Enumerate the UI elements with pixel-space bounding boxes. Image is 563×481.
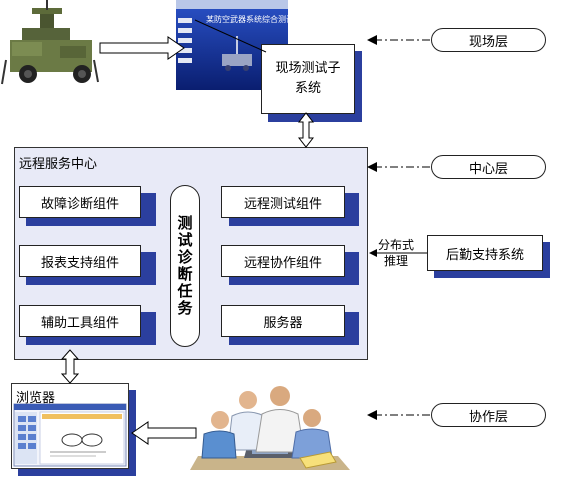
fault-diagnosis-component[interactable]: 故障诊断组件: [19, 186, 141, 218]
aux-tools-component[interactable]: 辅助工具组件: [19, 305, 141, 337]
remote-collab-component[interactable]: 远程协作组件: [221, 245, 345, 277]
remote-center-title: 远程服务中心: [19, 157, 98, 172]
field-test-subsystem[interactable]: 现场测试子系统: [261, 44, 355, 114]
arrow-vehicle-to-screen: [99, 36, 185, 60]
fault-diagnosis-label: 故障诊断组件: [40, 196, 119, 212]
logistics-support-system[interactable]: 后勤支持系统: [427, 235, 543, 271]
layer-collab-label: 协作层: [468, 409, 508, 425]
server-label: 服务器: [263, 315, 303, 331]
remote-test-label: 远程测试组件: [243, 196, 322, 212]
layer-center-label: 中心层: [468, 161, 508, 177]
field-test-subsystem-label: 现场测试子系统: [275, 61, 341, 96]
remote-test-component[interactable]: 远程测试组件: [221, 186, 345, 218]
distributed-reasoning-label: 分布式推理: [377, 238, 414, 268]
layer-field-pill: 现场层: [431, 28, 546, 52]
test-diagnosis-task[interactable]: 测试诊断任务: [170, 185, 200, 347]
test-diagnosis-task-label: 测试诊断任务: [175, 215, 194, 317]
report-support-label: 报表支持组件: [40, 255, 119, 271]
arrow-people-to-browser: [131, 421, 197, 445]
aux-tools-label: 辅助工具组件: [40, 315, 119, 331]
report-support-component[interactable]: 报表支持组件: [19, 245, 141, 277]
logistics-support-label: 后勤支持系统: [445, 247, 524, 263]
screen-title: 某防空武器系统综合测试系统: [206, 15, 310, 24]
layer-center-pill: 中心层: [431, 155, 546, 179]
layer-field-label: 现场层: [468, 34, 508, 50]
layer-collab-pill: 协作层: [431, 403, 546, 427]
remote-collab-label: 远程协作组件: [243, 255, 322, 271]
double-arrow-center-browser: [60, 349, 80, 384]
server-component[interactable]: 服务器: [221, 305, 345, 337]
browser-title: 浏览器: [16, 391, 56, 406]
double-arrow-subsystem-center: [297, 112, 315, 148]
